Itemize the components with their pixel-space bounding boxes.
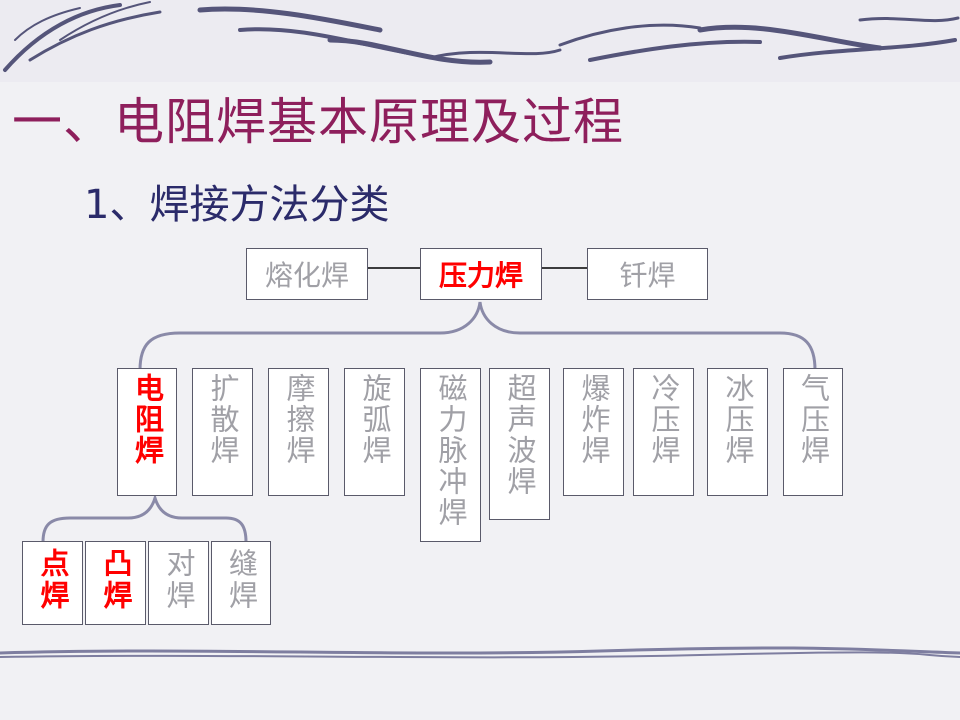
method-gas-pressure-welding: 气压焊 xyxy=(783,368,843,496)
brazing-box: 钎焊 xyxy=(587,248,708,300)
fusion-welding-box: 熔化焊 xyxy=(246,248,368,300)
pressure-welding-box: 压力焊 xyxy=(420,248,542,300)
top-swoosh-decoration xyxy=(0,0,960,82)
method-ice-pressure-welding: 冰压焊 xyxy=(707,368,768,496)
method-magnetic-pulse-welding: 磁力脉冲焊 xyxy=(420,368,481,542)
method-friction-welding: 摩擦焊 xyxy=(268,368,329,496)
method-ultrasonic-welding: 超声波焊 xyxy=(489,368,550,520)
method-butt-welding: 对焊 xyxy=(148,541,209,625)
method-rotating-arc-welding: 旋弧焊 xyxy=(344,368,405,496)
method-diffusion-welding: 扩散焊 xyxy=(192,368,253,496)
method-seam-welding: 缝焊 xyxy=(211,541,271,625)
page-title: 一、电阻焊基本原理及过程 xyxy=(12,93,624,151)
method-resistance-welding: 电阻焊 xyxy=(117,368,177,496)
method-spot-welding: 点焊 xyxy=(22,541,83,625)
section-subtitle: 1、焊接方法分类 xyxy=(84,182,390,228)
method-explosion-welding: 爆炸焊 xyxy=(563,368,624,496)
method-cold-pressure-welding: 冷压焊 xyxy=(633,368,694,496)
method-projection-welding: 凸焊 xyxy=(85,541,146,625)
bottom-swoosh-decoration xyxy=(0,646,960,659)
